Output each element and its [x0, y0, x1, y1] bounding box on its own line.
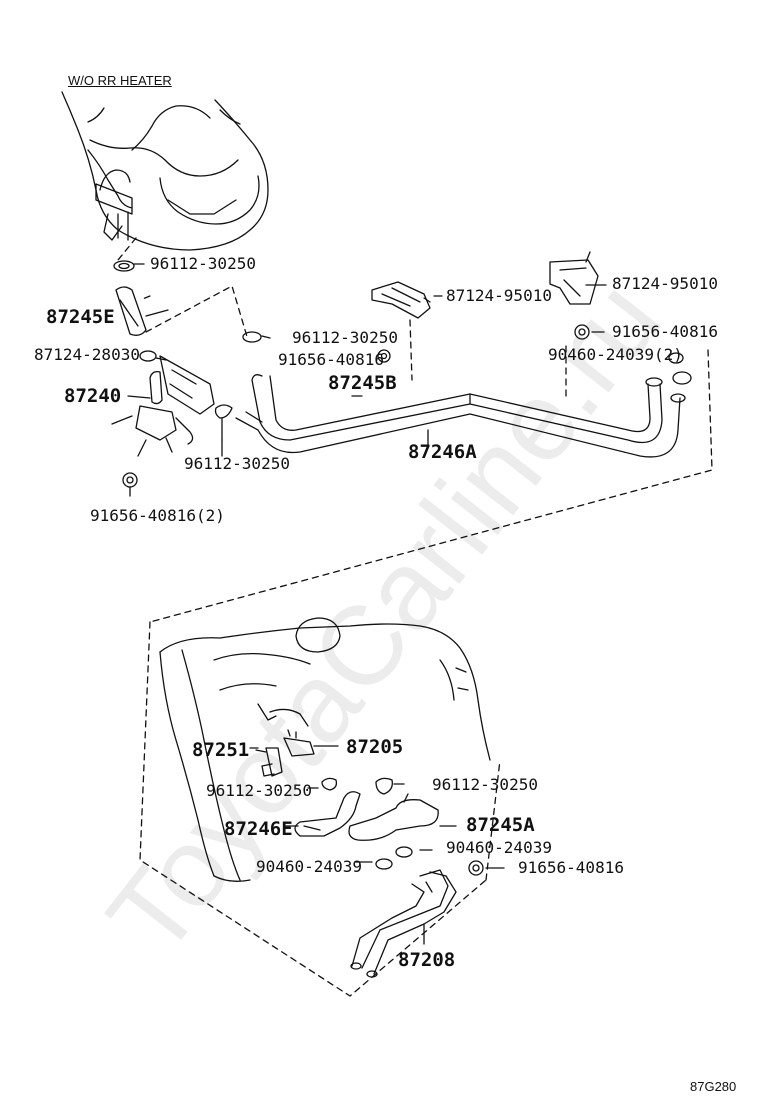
part-label-90460-low-b[interactable]: 90460-24039 — [256, 857, 362, 876]
clamp-96112-left — [214, 404, 233, 441]
part-label-87124-95010-a[interactable]: 87124-95010 — [446, 286, 552, 305]
part-label-90460-low-a[interactable]: 90460-24039 — [446, 838, 552, 857]
bracket-87124-95010-b — [549, 251, 599, 305]
pipe-87246A — [235, 374, 686, 458]
leader-lines-bottom — [249, 747, 505, 869]
part-label-87124-95010-b[interactable]: 87124-95010 — [612, 274, 718, 293]
part-label-87245A[interactable]: 87245A — [466, 814, 535, 836]
part-label-96112-low-b[interactable]: 96112-30250 — [432, 775, 538, 794]
part-label-87208[interactable]: 87208 — [398, 949, 456, 971]
clamp-90460-right — [668, 352, 692, 385]
clamp-96112-top — [113, 260, 135, 272]
part-label-87205[interactable]: 87205 — [346, 736, 404, 758]
part-label-87245B[interactable]: 87245B — [328, 372, 397, 394]
bolt-91656-right — [574, 324, 590, 340]
clamp-96112-low-a — [321, 777, 338, 791]
engine-block-bottom — [159, 617, 491, 882]
hose-87246E — [294, 791, 361, 837]
part-label-87124-28030[interactable]: 87124-28030 — [34, 345, 140, 364]
part-label-87240[interactable]: 87240 — [64, 385, 122, 407]
bolt-91656-left — [122, 472, 138, 497]
part-label-91656-right[interactable]: 91656-40816 — [612, 322, 718, 341]
clamp-96112-mid — [242, 331, 271, 343]
union-87205 — [283, 729, 339, 757]
leader-lines-top — [127, 284, 607, 457]
hose-87251 — [255, 747, 283, 777]
clamp-90460-low-a — [395, 846, 413, 858]
part-label-96112-mid[interactable]: 96112-30250 — [292, 328, 398, 347]
figure-code: 87G280 — [690, 1079, 737, 1094]
part-label-87251[interactable]: 87251 — [192, 739, 250, 761]
part-label-87246A[interactable]: 87246A — [408, 441, 477, 463]
valve-87240-assembly — [111, 350, 215, 457]
hose-87245E — [115, 286, 147, 336]
part-label-91656-low[interactable]: 91656-40816 — [518, 858, 624, 877]
clamp-90460-low-b — [375, 858, 393, 870]
bolt-91656-mid — [377, 349, 391, 363]
dashed-guides-top — [117, 237, 713, 623]
pipe-87208 — [350, 869, 457, 978]
clamp-96112-low-b — [375, 777, 405, 795]
bolt-91656-low — [468, 860, 484, 876]
part-label-87246E[interactable]: 87246E — [224, 818, 293, 840]
part-label-90460-right[interactable]: 90460-24039(2) — [548, 345, 683, 364]
part-label-96112-left[interactable]: 96112-30250 — [184, 454, 290, 473]
part-label-96112-low-a[interactable]: 96112-30250 — [206, 781, 312, 800]
hose-87245A — [348, 793, 457, 841]
part-label-91656-mid[interactable]: 91656-40816 — [278, 350, 384, 369]
bracket-87124-95010-a — [371, 281, 431, 319]
dashed-boundary-bottom — [139, 621, 501, 997]
part-label-96112-top[interactable]: 96112-30250 — [150, 254, 256, 273]
part-label-91656-left[interactable]: 91656-40816(2) — [90, 506, 225, 525]
part-label-87245E[interactable]: 87245E — [46, 306, 115, 328]
variant-label: W/O RR HEATER — [68, 73, 172, 88]
engine-fragment-top — [61, 91, 269, 251]
